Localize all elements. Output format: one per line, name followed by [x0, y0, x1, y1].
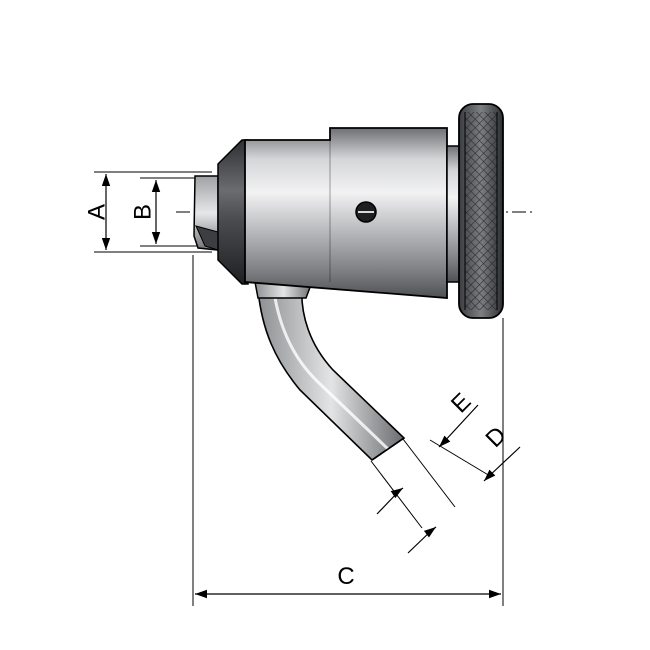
knurled-knob — [458, 103, 504, 319]
dimension-lines — [101, 174, 521, 599]
label-b: B — [129, 204, 156, 220]
label-a: A — [83, 204, 110, 220]
extension-lines — [94, 171, 504, 606]
main-body — [193, 127, 461, 299]
label-c: C — [337, 563, 354, 590]
outlet-tube — [257, 284, 406, 462]
label-d: D — [481, 422, 512, 453]
label-e: E — [446, 388, 476, 418]
